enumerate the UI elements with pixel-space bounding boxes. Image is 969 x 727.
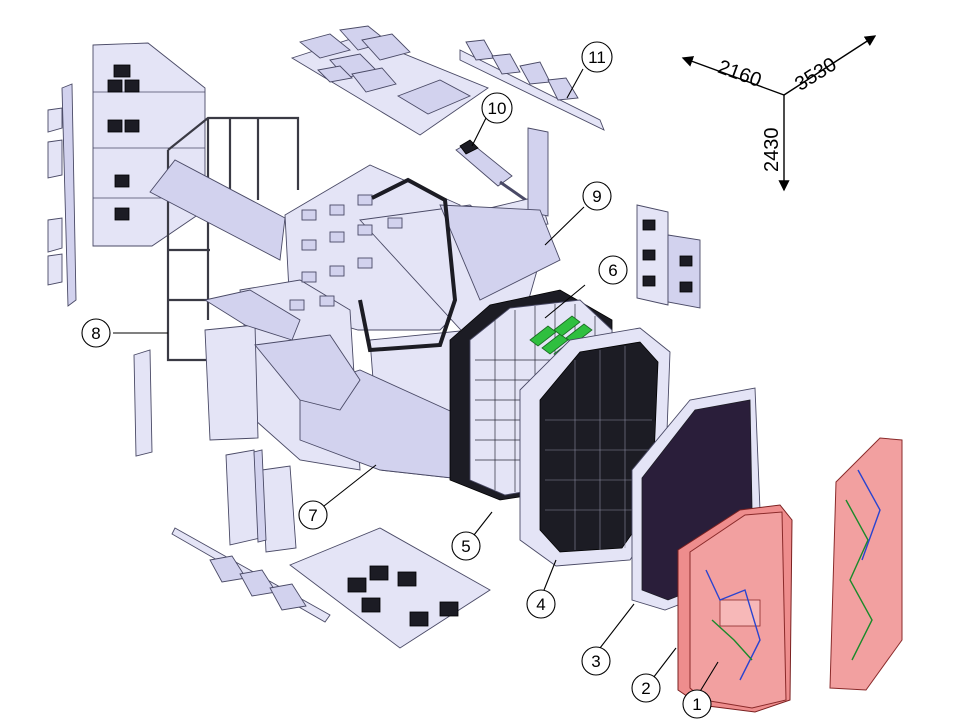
callout-label: 9 xyxy=(592,187,601,206)
right-side-small-panel xyxy=(636,204,701,309)
callout-label: 6 xyxy=(608,261,617,280)
red-end-plate-outer xyxy=(689,511,787,709)
callout-label: 10 xyxy=(488,99,507,118)
bottom-rail-panel xyxy=(171,527,331,623)
callout-5: 5 xyxy=(451,531,481,561)
bottom-base-plate xyxy=(289,527,491,649)
callout-label: 8 xyxy=(91,324,100,343)
callout-7: 7 xyxy=(298,500,328,530)
callout-bubbles: 1 2 3 4 5 6 7 8 xyxy=(81,41,712,719)
callout-2: 2 xyxy=(631,673,661,703)
callout-label: 2 xyxy=(641,679,650,698)
callout-label: 5 xyxy=(461,537,470,556)
main-frame-structure xyxy=(149,116,561,481)
callout-label: 11 xyxy=(588,48,606,67)
red-side-cover xyxy=(829,437,903,691)
callout-4: 4 xyxy=(526,589,556,619)
callout-11: 11 xyxy=(581,41,613,73)
callout-8: 8 xyxy=(81,318,111,348)
dimension-axes: 2160 3530 2430 xyxy=(681,35,877,192)
callout-10: 10 xyxy=(481,92,513,124)
top-right-rail-panel xyxy=(459,39,605,131)
callout-6: 6 xyxy=(598,255,628,285)
callout-label: 3 xyxy=(591,652,600,671)
callout-1: 1 xyxy=(682,689,712,719)
callout-9: 9 xyxy=(582,181,612,211)
top-cover-panel xyxy=(290,25,489,136)
height-dimension-label: 2430 xyxy=(761,128,783,173)
callout-3: 3 xyxy=(581,646,611,676)
depth-dimension-label: 3530 xyxy=(791,53,840,95)
callout-label: 4 xyxy=(536,595,545,614)
left-lower-panels xyxy=(133,349,297,553)
width-dimension-label: 2160 xyxy=(715,56,764,92)
callout-label: 1 xyxy=(692,695,701,714)
callout-label: 7 xyxy=(308,506,317,525)
